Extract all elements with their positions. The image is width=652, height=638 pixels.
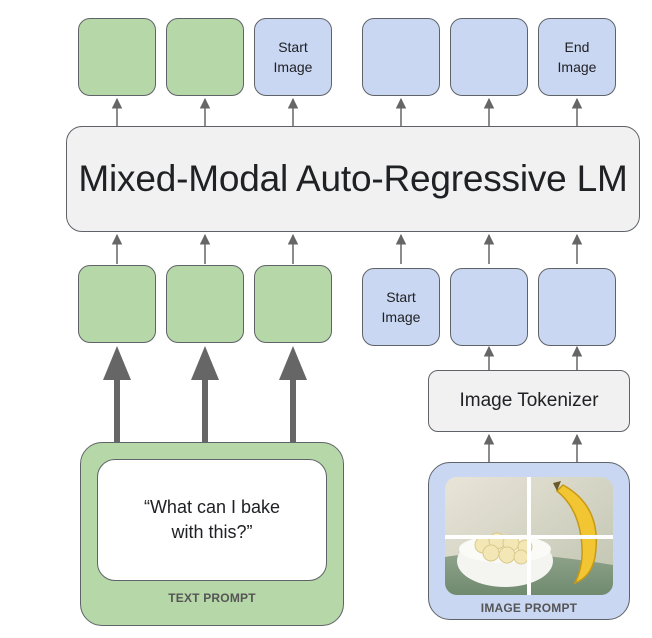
mixed-modal-lm-block: Mixed-Modal Auto-Regressive LM [66, 126, 640, 232]
input-token-text-1 [78, 265, 156, 343]
text-prompt-arrows [103, 346, 307, 442]
text-prompt-label: TEXT PROMPT [168, 591, 256, 605]
tokenizer-output-arrows [483, 345, 583, 370]
input-token-image-1 [450, 268, 528, 346]
image-prompt-arrows [483, 433, 583, 462]
lm-output-arrows [111, 97, 583, 126]
lm-input-arrows [111, 233, 583, 264]
bananas-in-bowl-photo [445, 477, 613, 595]
image-tokenizer-block: Image Tokenizer [428, 370, 630, 432]
input-token-text-3 [254, 265, 332, 343]
image-prompt-label: IMAGE PROMPT [480, 601, 578, 615]
text-prompt-panel: “What can I bake with this?” TEXT PROMPT [80, 442, 344, 626]
image-prompt-panel: IMAGE PROMPT [428, 462, 630, 620]
output-token-end-image: End Image [538, 18, 616, 96]
output-token-image-1 [362, 18, 440, 96]
text-prompt-text: “What can I bake with this?” [97, 459, 327, 581]
output-token-start-image: Start Image [254, 18, 332, 96]
output-token-text-2 [166, 18, 244, 96]
bananas-photo-illustration [445, 477, 613, 595]
input-token-text-2 [166, 265, 244, 343]
input-token-start-image: Start Image [362, 268, 440, 346]
output-token-image-2 [450, 18, 528, 96]
output-token-text-1 [78, 18, 156, 96]
input-token-image-2 [538, 268, 616, 346]
